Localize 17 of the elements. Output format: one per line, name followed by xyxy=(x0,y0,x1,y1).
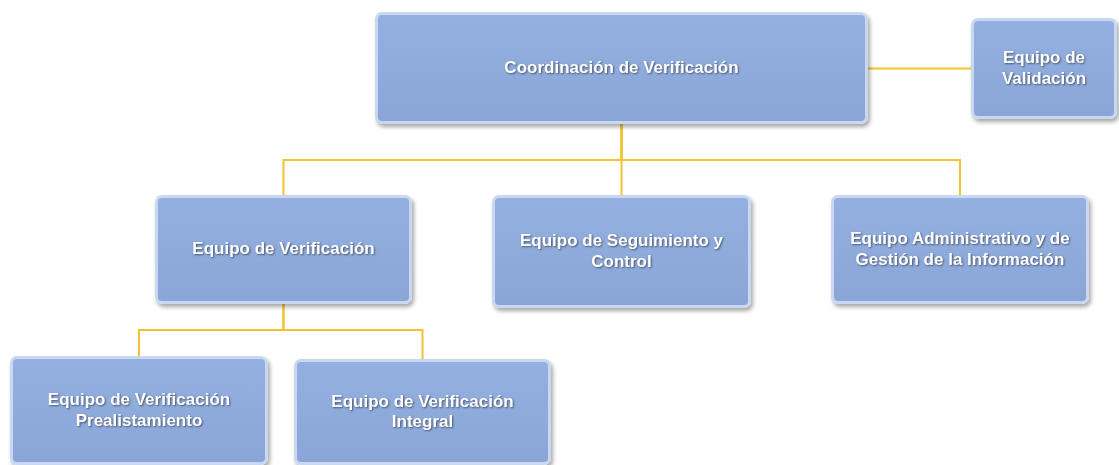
team-label: Equipo de Verificación Integral xyxy=(330,391,515,433)
team-box xyxy=(831,195,1089,304)
team-label: Equipo Administrativo y de Gestión de la Información xyxy=(849,229,1071,270)
team-label: Equipo de Verificación Prealistamiento xyxy=(46,390,232,431)
team-box xyxy=(375,12,868,124)
team-label: Coordinación de Verificación xyxy=(504,57,739,79)
team-label: Equipo de Verificación xyxy=(192,239,375,260)
connector-line xyxy=(282,303,424,360)
team-box xyxy=(10,356,268,465)
connector-line xyxy=(867,67,972,70)
team-box xyxy=(492,195,751,308)
connector-line xyxy=(620,123,961,196)
team-box xyxy=(971,18,1117,119)
team-label: Equipo de Validación xyxy=(1000,48,1088,89)
team-label: Equipo de Seguimiento y Control xyxy=(518,231,725,272)
team-box xyxy=(155,195,412,304)
team-box xyxy=(294,359,551,465)
